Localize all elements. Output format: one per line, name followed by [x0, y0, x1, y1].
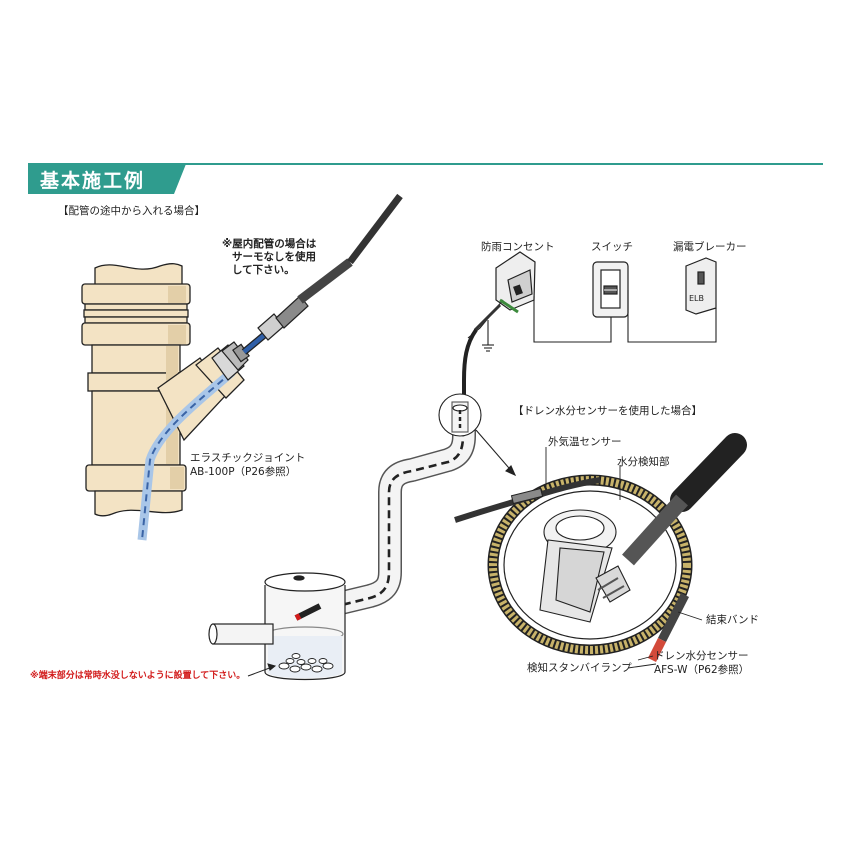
- page-title: 基本施工例: [40, 170, 146, 192]
- label-moisture-part: 水分検知部: [617, 456, 670, 468]
- note-indoor-line1: ※屋内配管の場合は: [222, 238, 317, 250]
- note-indoor-line2: サーモなしを使用: [232, 251, 316, 263]
- inlet-pipe: [208, 623, 274, 645]
- warning-pointer: [247, 663, 277, 677]
- section-label-mid-pipe: 【配管の途中から入れる場合】: [58, 205, 205, 217]
- label-drain-sensor-name: ドレン水分センサー: [654, 650, 749, 662]
- outlet-device: [495, 251, 536, 311]
- section-label-drain-sensor: 【ドレン水分センサーを使用した場合】: [513, 405, 702, 417]
- feed-cable: [462, 328, 478, 405]
- label-drain-sensor-model: AFS-W（P62参照）: [654, 664, 750, 676]
- label-elb: ELB: [689, 294, 704, 303]
- switch-box: [592, 261, 629, 318]
- elastic-joint: [211, 341, 250, 381]
- drain-pipe-route: [304, 405, 476, 620]
- label-joint-model: AB-100P（P26参照）: [190, 466, 297, 478]
- breaker-box: [685, 257, 717, 315]
- label-outdoor-sensor: 外気温センサー: [548, 436, 622, 448]
- label-breaker: 漏電ブレーカー: [673, 241, 747, 253]
- header-tab: 基本施工例: [28, 164, 186, 194]
- label-joint-name: エラスチックジョイント: [190, 452, 306, 464]
- note-indoor-line3: して下さい。: [232, 264, 295, 276]
- note-tip-warning: ※端末部分は常時水没しないように設置して下さい。: [30, 671, 246, 681]
- gravel: [278, 653, 334, 673]
- inner-cable: [137, 368, 235, 541]
- drain-sensor-detail: [454, 433, 747, 669]
- plug: [473, 298, 519, 332]
- label-outlet: 防雨コンセント: [481, 241, 555, 253]
- label-standby-lamp: 検知スタンバイランプ: [527, 662, 632, 674]
- cable-tip: [294, 603, 322, 621]
- label-band: 結束バンド: [706, 614, 760, 626]
- vertical-pipe: [81, 263, 191, 517]
- thermostat-connector: [257, 193, 403, 341]
- zoom-circle: [438, 393, 517, 477]
- label-switch: スイッチ: [591, 241, 633, 253]
- header-rule: [28, 163, 823, 165]
